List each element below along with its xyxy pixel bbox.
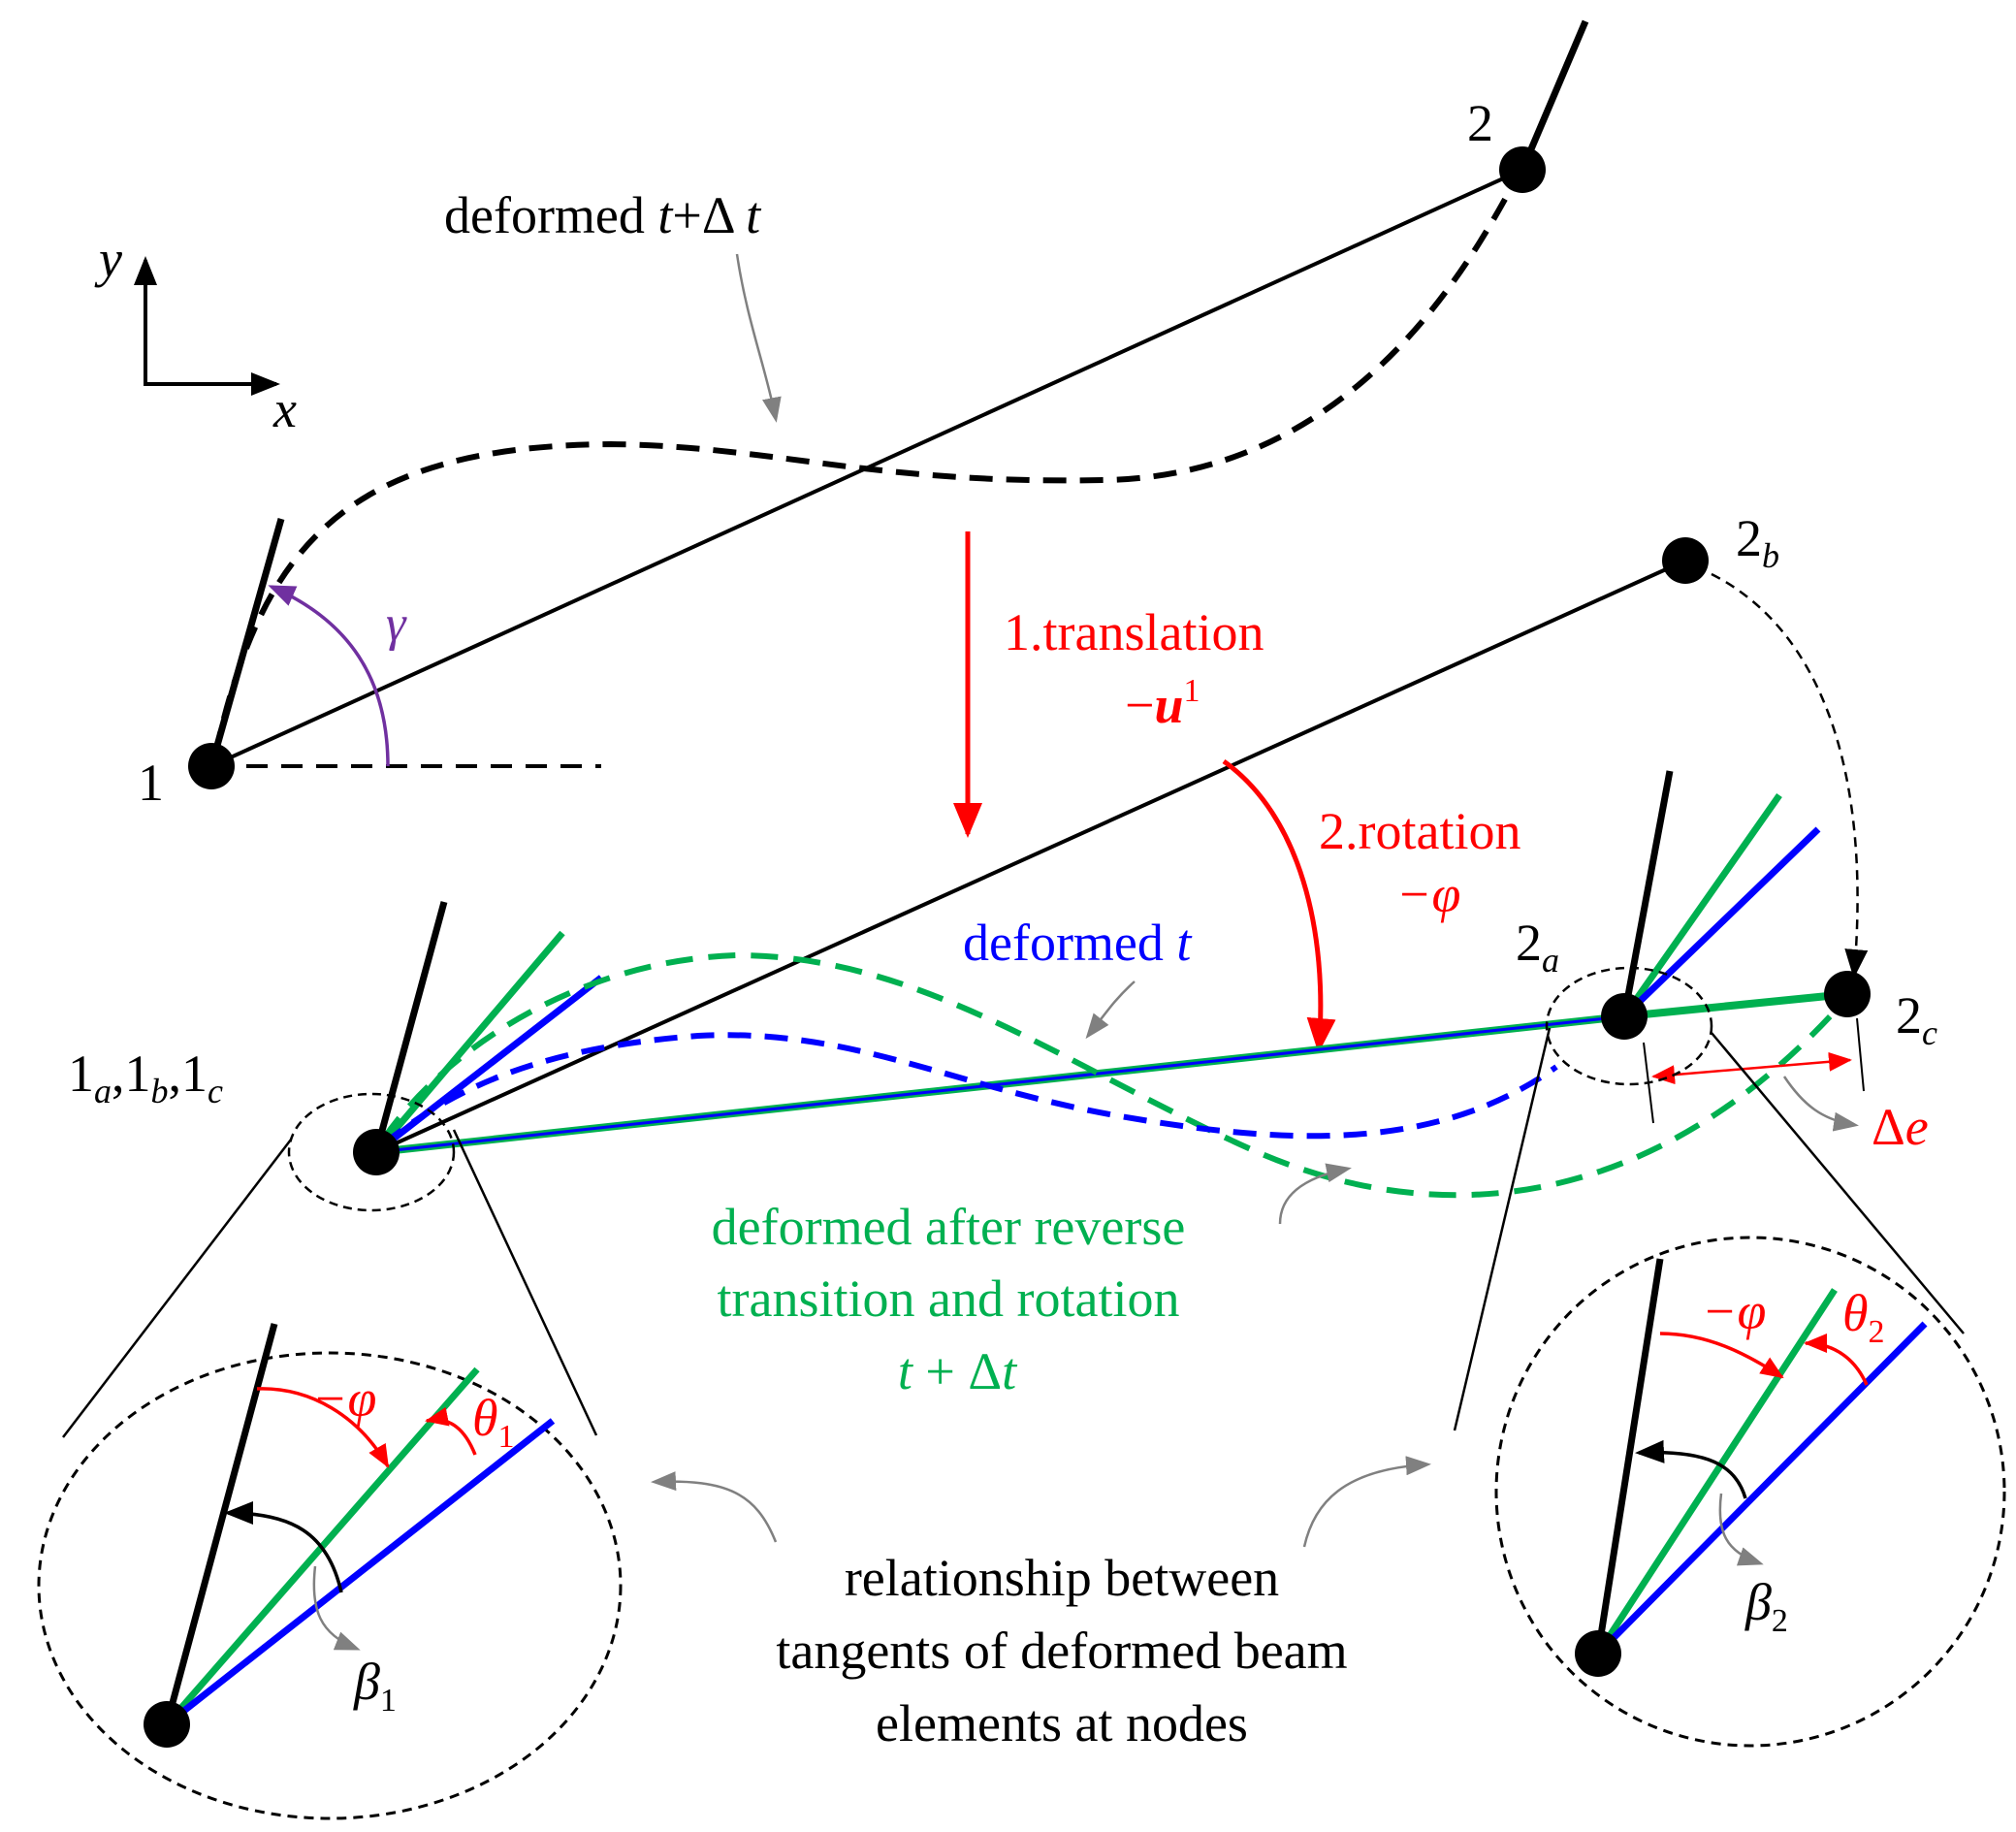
gamma-angle-arc (268, 585, 390, 767)
pointer-deformed-t (1085, 980, 1136, 1040)
y-axis-label: y (94, 230, 122, 288)
rotation-arrow (1222, 758, 1336, 1053)
magnifier-node-2 (1453, 966, 2006, 1748)
translation-vector-label: −u1 (1125, 673, 1200, 734)
zoom-detail-node-2: −φ θ2 β2 (1575, 1258, 1928, 1677)
node-2a (1601, 993, 1648, 1040)
node-2c-label: 2c (1896, 986, 1937, 1052)
node-2-label: 2 (1467, 94, 1493, 152)
deformed-after-line3: t + Δt (898, 1342, 1018, 1400)
deformed-after-line2: transition and rotation (718, 1270, 1180, 1328)
zoom2-theta-label: θ2 (1842, 1284, 1885, 1350)
zoom-detail-node-1: −φ θ1 β1 (144, 1323, 556, 1748)
zoom2-tangent-black (1594, 1258, 1664, 1655)
small-zoom-circle-node-1 (287, 1092, 456, 1212)
zoom1-node (144, 1701, 190, 1748)
zoom1-beta-arc (224, 1501, 343, 1593)
zoom1-phi-label: −φ (312, 1369, 376, 1428)
delta-e-tick-right (1856, 1017, 1865, 1092)
translated-configuration: 2b (372, 509, 1869, 1154)
zoom1-phi-arc (256, 1387, 390, 1468)
translation-step: 1.translation −u1 (953, 531, 1264, 838)
delta-e-annotation: Δe (1643, 1017, 1929, 1156)
magnifier-node-1 (37, 1092, 623, 1820)
gamma-label: γ (386, 596, 407, 652)
node-2 (1499, 146, 1546, 193)
tangent-green-node-1 (373, 930, 565, 1155)
zoom1-beta-label: β1 (353, 1653, 397, 1719)
tangent-black-node-2a (1620, 770, 1674, 1017)
pointer-beta-2 (1718, 1493, 1764, 1566)
deformed-curve-t-plus-dt (212, 192, 1511, 755)
x-axis-label: x (272, 380, 297, 438)
zoom-connector-left-b (452, 1129, 598, 1436)
tangent-green-node-2a (1621, 792, 1782, 1019)
delta-e-dimension (1651, 1051, 1852, 1085)
small-zoom-circle-node-2 (1545, 966, 1713, 1086)
tangent-blue-node-2a (1621, 826, 1821, 1019)
deformed-after-caption: deformed after reverse transition and ro… (712, 1163, 1352, 1400)
relationship-line3: elements at nodes (876, 1694, 1248, 1752)
zoom2-tangent-blue (1595, 1321, 1928, 1656)
pointer-2b-to-2c (1711, 572, 1869, 979)
large-zoom-circle-node-1 (37, 1351, 623, 1820)
rotation-step: 2.rotation −φ (1222, 758, 1520, 1053)
relationship-caption: relationship between tangents of deforme… (651, 1456, 1431, 1752)
zoom-connector-right-b (1711, 1032, 1965, 1334)
pointer-deformed-after (1278, 1163, 1352, 1225)
zoom-connector-right-a (1453, 1027, 1552, 1431)
node-2b (1662, 537, 1709, 584)
node-2b-label: 2b (1736, 509, 1779, 575)
zoom2-beta-label: β2 (1744, 1573, 1788, 1639)
zoom-connector-left-a (62, 1139, 292, 1438)
zoom2-theta-arc (1804, 1334, 1869, 1386)
deformed-curve-green (380, 951, 1836, 1199)
relationship-line1: relationship between (845, 1549, 1279, 1607)
deformed-after-line1: deformed after reverse (712, 1198, 1186, 1256)
zoom2-tangent-green (1595, 1288, 1838, 1655)
configuration-t-plus-dt: γ 1 2 deformed t+Δ t (138, 19, 1589, 812)
rotation-angle-label: −φ (1396, 865, 1460, 923)
pointer-relationship-left (651, 1471, 778, 1543)
deformed-t-label: deformed t (963, 914, 1193, 972)
zoom2-phi-arc (1659, 1332, 1784, 1379)
pointer-delta-e (1782, 1076, 1859, 1132)
pointer-relationship-right (1302, 1456, 1431, 1548)
node-2a-label: 2a (1516, 914, 1559, 980)
zoom1-theta-label: θ1 (472, 1389, 515, 1455)
zoom2-phi-label: −φ (1702, 1282, 1766, 1340)
node-1abc (353, 1129, 400, 1175)
node-1abc-label: 1a,1b,1c (68, 1045, 223, 1110)
pointer-beta-1 (312, 1565, 361, 1651)
deformed-curve-blue (381, 1032, 1558, 1147)
rotated-chord-blue (375, 1014, 1625, 1154)
translated-chord (375, 559, 1686, 1154)
translated-tangent-node-1 (372, 901, 448, 1153)
rotated-configuration: 1a,1b,1c 2a 2c deformed t (68, 770, 1937, 1199)
rotation-label: 2.rotation (1319, 802, 1520, 860)
pointer-deformed-t-plus-dt (735, 253, 782, 423)
coordinate-axes: y x (94, 230, 297, 438)
translation-label: 1.translation (1004, 603, 1264, 661)
zoom1-theta-arc (425, 1406, 477, 1456)
node-2c (1824, 971, 1871, 1017)
zoom2-node (1575, 1630, 1621, 1677)
node-1-label: 1 (138, 754, 164, 812)
delta-e-label: Δe (1872, 1098, 1929, 1156)
deformed-t-plus-dt-label: deformed t+Δ t (444, 186, 762, 244)
large-zoom-circle-node-2 (1494, 1236, 2006, 1748)
zoom2-beta-arc (1635, 1439, 1747, 1499)
tangent-node-2 (1519, 19, 1589, 172)
zoom1-tangent-black (163, 1323, 278, 1725)
node-1 (188, 743, 235, 789)
relationship-line2: tangents of deformed beam (776, 1622, 1347, 1680)
chord-extension-2a-2c (1623, 990, 1848, 1020)
zoom1-tangent-blue (164, 1418, 556, 1727)
